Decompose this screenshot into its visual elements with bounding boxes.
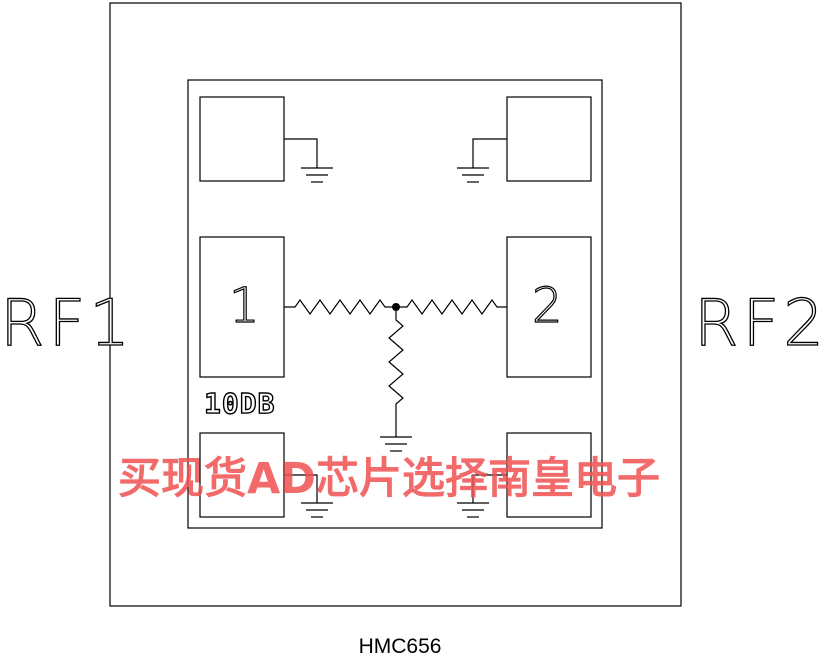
ground-symbol-bottom-right [457, 502, 489, 518]
ground-pad-top-left [199, 96, 285, 182]
ground-wire-top-right [472, 138, 507, 168]
pad-2-number: 2 [531, 278, 563, 334]
ground-pad-bottom-right [506, 432, 592, 518]
rf2-port-label: RF2 [693, 287, 828, 361]
ground-pad-bottom-left [199, 432, 285, 518]
attenuation-label: 10DB [203, 387, 276, 420]
ground-symbol-top-right [457, 167, 489, 183]
ground-pad-top-right [506, 96, 592, 182]
ground-wire-bottom-right [472, 474, 507, 503]
watermark-text: 买现货AD芯片选择南皇电子 [118, 454, 660, 504]
rf-pad-1 [199, 236, 285, 378]
junction-node [392, 303, 400, 311]
ground-symbol-bottom-left [301, 502, 333, 518]
ground-wire-top-left [284, 138, 318, 168]
schematic-diagram [109, 2, 682, 607]
package-outline [109, 2, 682, 607]
ground-symbol-shunt [380, 436, 412, 452]
die-outline [187, 79, 603, 529]
part-number-caption: HMC656 [358, 635, 442, 658]
resistor-series-left [284, 298, 396, 316]
ground-symbol-top-left [301, 167, 333, 183]
rf-pad-2 [506, 236, 592, 378]
resistor-series-right [396, 298, 507, 316]
ground-wire-bottom-left [284, 474, 318, 503]
rf1-port-label: RF1 [0, 287, 134, 361]
pad-1-number: 1 [228, 278, 260, 334]
resistor-shunt [388, 307, 404, 437]
